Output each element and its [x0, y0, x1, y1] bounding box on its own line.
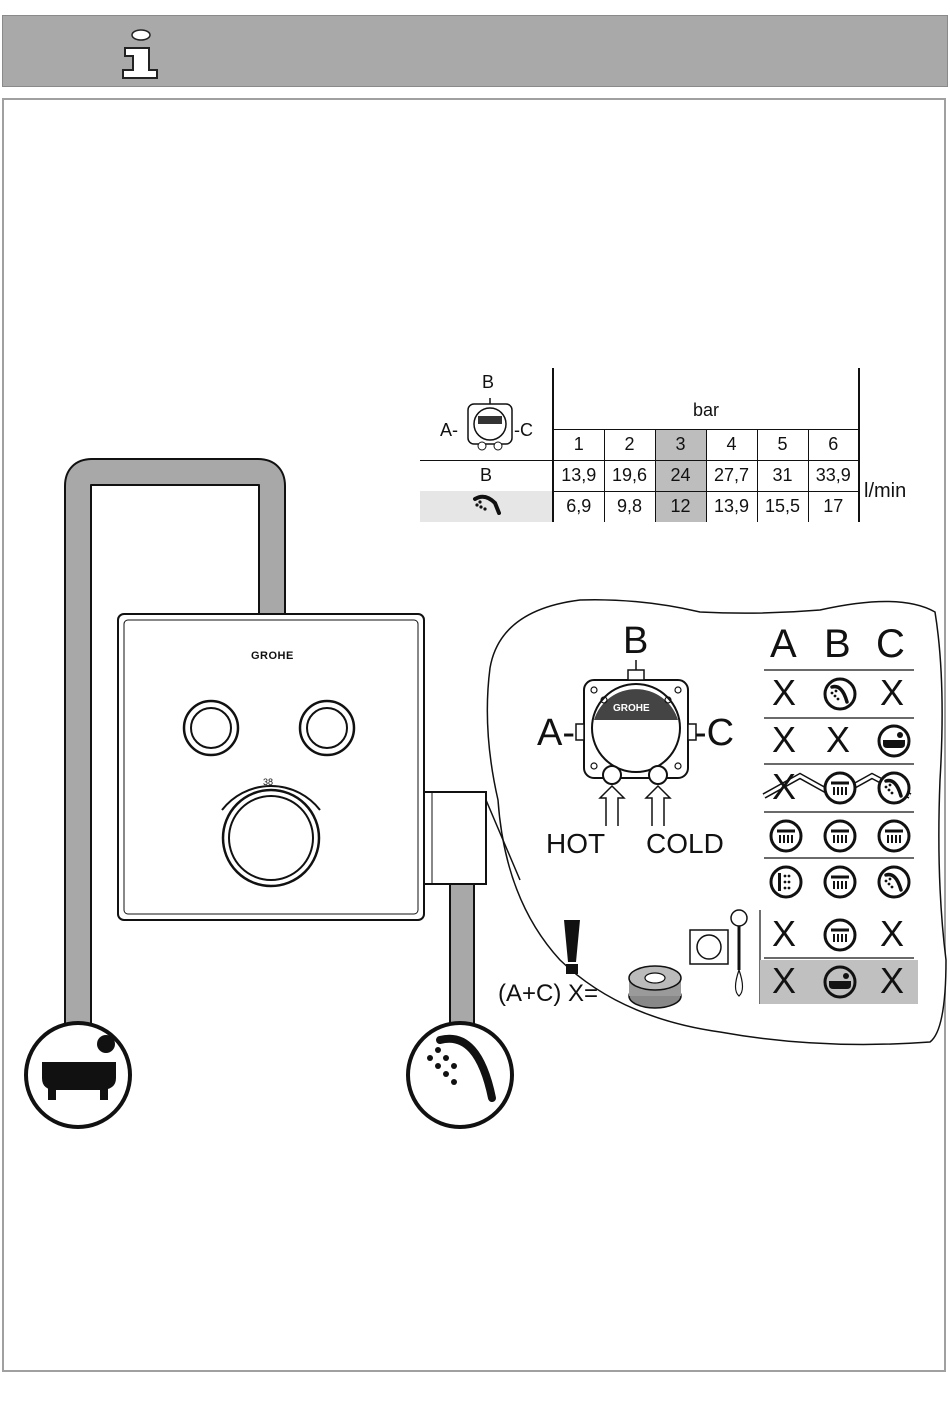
hand-shower-icon [822, 676, 858, 712]
head-shower-icon [768, 818, 804, 854]
x-mark: X [772, 672, 796, 714]
x-mark: X [880, 960, 904, 1002]
mini-label-a: A- [440, 420, 458, 441]
x-mark: X [772, 960, 796, 1002]
pressure-label: bar [553, 368, 859, 429]
head-shower-icon [822, 917, 858, 953]
info-icon [115, 28, 171, 80]
bathtub-icon [876, 723, 912, 759]
head-shower-icon [822, 864, 858, 900]
cold-label: COLD [646, 828, 724, 860]
temperature-mark: 38 [263, 777, 273, 787]
side-spray-icon [768, 864, 804, 900]
hot-label: HOT [546, 828, 605, 860]
plug-formula: (A+C) X= [498, 980, 598, 1008]
x-mark: X [772, 913, 796, 955]
bathtub-icon [822, 964, 858, 1000]
callout-label-c: -C [694, 712, 734, 755]
mini-label-b: B [482, 372, 494, 393]
callout-label-b: B [623, 620, 648, 663]
column-b-header: B [824, 622, 851, 667]
x-mark: X [826, 719, 850, 761]
x-mark: X [772, 766, 796, 808]
x-mark: X [880, 913, 904, 955]
callout-label-a: A- [537, 712, 575, 755]
hand-shower-icon [876, 770, 912, 806]
head-shower-icon [822, 818, 858, 854]
mini-label-c: -C [514, 420, 533, 441]
installation-illustration [0, 440, 950, 1140]
head-shower-icon [876, 818, 912, 854]
brand-logo: GROHE [251, 650, 294, 662]
hand-shower-icon [876, 864, 912, 900]
x-mark: X [880, 672, 904, 714]
callout-brand: GROHE [613, 703, 650, 714]
column-c-header: C [876, 622, 905, 667]
column-a-header: A [770, 622, 797, 667]
x-mark: X [772, 719, 796, 761]
head-shower-icon [822, 770, 858, 806]
